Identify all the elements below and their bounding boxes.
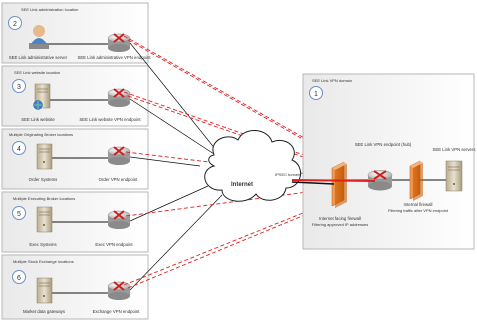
vpn-router-icon xyxy=(107,88,131,107)
hub-vpn-router-icon xyxy=(367,170,393,191)
site-panel-website: SEE Link website location 3 SEE Link web… xyxy=(1,65,149,127)
firewall-icon xyxy=(331,161,347,208)
left-device-label: SEE Link administrative server xyxy=(9,55,68,60)
internet-label: Internet xyxy=(231,182,253,188)
hub-server-label: SEE Link VPN servers xyxy=(433,147,476,152)
left-device-label: Order Systems xyxy=(29,177,58,182)
right-device-label: SEE Link website VPN endpoint xyxy=(79,117,141,122)
uplink-exec xyxy=(129,185,209,222)
vpn-router-icon xyxy=(107,33,131,52)
hub-vpn-label: SEE Link VPN endpoint (hub) xyxy=(355,142,412,147)
hub-number-badge xyxy=(309,86,323,100)
site-number-badge xyxy=(8,16,22,30)
uplink-origin xyxy=(129,156,201,167)
internet-uplink xyxy=(291,181,335,185)
left-device-label: Exec Systems xyxy=(29,242,56,247)
site-title: SEE Link administration location xyxy=(21,7,78,12)
site-panel-executing-broker: Multiple Executing Broker locations 5 Ex… xyxy=(1,191,149,253)
vpn-router-icon xyxy=(107,281,131,300)
site-number: 5 xyxy=(17,211,21,218)
vpn-router-icon xyxy=(107,210,131,229)
site-number: 3 xyxy=(17,84,21,91)
int-firewall-label: Internal firewall xyxy=(404,202,433,207)
ext-firewall-sub: Filtering approved IP addresses xyxy=(312,222,368,227)
site-panel-stock-exchange: Multiple Stock Exchange locations 6 Mark… xyxy=(1,254,149,320)
ext-firewall-label: Internet facing firewall xyxy=(319,216,361,221)
left-device-label: Market data gateways xyxy=(23,309,65,314)
site-title: Multiple Stock Exchange locations xyxy=(13,259,74,264)
site-panel-originating-broker: Multiple Originating Broker locations 4 … xyxy=(1,128,149,190)
site-number-badge xyxy=(12,141,26,155)
panel-frame xyxy=(302,73,475,250)
site-uplinks xyxy=(129,42,223,291)
hub-title: SEE Link VPN domain xyxy=(312,78,352,83)
site-number-badge xyxy=(12,79,26,93)
hub-vpn-domain: SEE Link VPN domain 1 xyxy=(302,73,476,250)
right-device-label: Exchange VPN endpoint xyxy=(93,309,141,314)
tunnel-admin xyxy=(123,35,376,179)
right-device-label: SEE Link administrative VPN endpoint xyxy=(77,55,151,60)
internet-cloud: Internet xyxy=(204,130,301,202)
int-firewall-sub: Filtering traffic after VPN endpoint xyxy=(388,208,449,213)
firewall-icon xyxy=(409,160,423,201)
web-server-icon xyxy=(33,83,51,110)
site-panel-admin: SEE Link administration location 2 SEE L… xyxy=(1,2,151,64)
vpn-router-icon xyxy=(107,146,131,165)
server-icon xyxy=(36,143,53,170)
site-number-badge xyxy=(12,270,26,284)
uplink-admin xyxy=(129,42,217,151)
site-title: Multiple Originating Broker locations xyxy=(9,132,73,137)
server-icon xyxy=(36,206,53,233)
hub-number: 1 xyxy=(314,91,318,98)
uplink-website xyxy=(129,98,215,155)
tunnel-bundle xyxy=(291,179,376,182)
ipsec-tunnels-label: IPSEC tunnels xyxy=(275,172,301,177)
right-device-label: Exec VPN endpoint xyxy=(95,242,133,247)
site-title: SEE Link website location xyxy=(14,70,60,75)
site-title: Multiple Executing Broker locations xyxy=(13,196,75,201)
server-icon xyxy=(36,277,53,304)
cloud-shape xyxy=(204,130,301,202)
admin-workstation-icon xyxy=(29,25,49,49)
site-number: 6 xyxy=(17,275,21,282)
left-device-label: SEE Link website xyxy=(21,117,55,122)
panel-frame xyxy=(1,2,149,64)
right-device-label: Order VPN endpoint xyxy=(99,177,138,182)
site-number-badge xyxy=(12,206,26,220)
server-icon xyxy=(445,160,463,192)
site-number: 2 xyxy=(13,21,17,28)
uplink-exchange xyxy=(129,194,223,291)
site-number: 4 xyxy=(17,146,21,153)
